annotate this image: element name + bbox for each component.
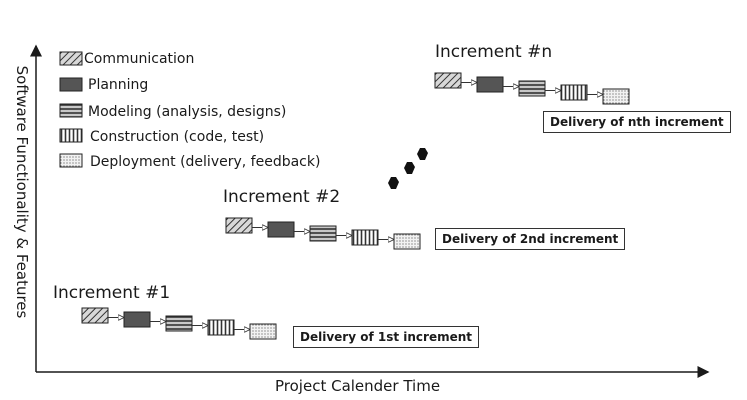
increment-2-chain: [225, 217, 421, 250]
ellipsis-dot: [404, 162, 415, 174]
chain-box-vertical: [207, 319, 235, 336]
ellipsis-dot: [417, 148, 428, 160]
chain-box-solid: [123, 311, 151, 328]
legend-label-construction: Construction (code, test): [90, 129, 265, 145]
legend-label-modeling: Modeling (analysis, designs): [88, 104, 287, 120]
legend-label-communication: Communication: [84, 51, 195, 67]
legend-label-deployment: Deployment (delivery, feedback): [90, 154, 321, 170]
delivery-2-box: Delivery of 2nd increment: [435, 228, 626, 250]
increment-1-title: Increment #1: [53, 283, 171, 303]
increment-3-chain: [434, 72, 630, 105]
chain-box-diagonal: [434, 72, 462, 89]
y-axis-label: Software Functionality & Features: [13, 65, 31, 319]
ellipsis-dot: [388, 177, 399, 189]
chain-box-diagonal: [225, 217, 253, 234]
chain-box-dotted: [602, 88, 630, 105]
increment-2-title: Increment #2: [223, 187, 341, 207]
chain-box-vertical: [351, 229, 379, 246]
legend-swatches: [59, 51, 83, 168]
chain-box-solid: [267, 221, 295, 238]
x-axis-label: Project Calender Time: [275, 377, 441, 395]
legend-swatch-solid: [59, 77, 83, 92]
chain-box-horizontal: [518, 80, 546, 97]
chain-box-dotted: [249, 323, 277, 340]
legend-label-planning: Planning: [88, 77, 149, 93]
chain-box-horizontal: [309, 225, 337, 242]
legend-swatch-horizontal: [59, 103, 83, 118]
legend-swatch-diagonal: [59, 51, 83, 66]
delivery-n-box: Delivery of nth increment: [543, 111, 731, 133]
chain-box-dotted: [393, 233, 421, 250]
increment-1-chain: [81, 307, 277, 340]
chain-box-horizontal: [165, 315, 193, 332]
increment-n-title: Increment #n: [435, 42, 553, 62]
chain-box-solid: [476, 76, 504, 93]
legend-swatch-dotted: [59, 153, 83, 168]
legend-swatch-vertical: [59, 128, 83, 143]
increment-chains: [81, 72, 630, 340]
chain-box-diagonal: [81, 307, 109, 324]
chain-box-vertical: [560, 84, 588, 101]
delivery-1-box: Delivery of 1st increment: [293, 326, 480, 348]
